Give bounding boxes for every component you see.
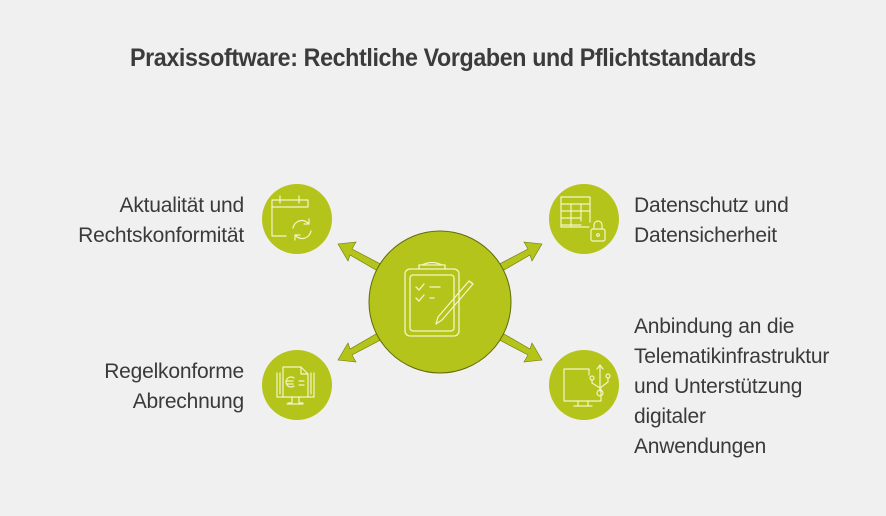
label-line: Telematikinfrastruktur	[634, 345, 830, 368]
label-line: Anbindung an die	[634, 315, 795, 338]
monitor-euro-invoice-icon	[276, 366, 315, 405]
label-line: Datensicherheit	[634, 224, 777, 247]
center-circle	[368, 230, 512, 374]
label-bottom-right: Anbindung an die Telematikinfrastruktur …	[634, 312, 829, 462]
label-bottom-left: Regelkonforme Abrechnung	[104, 357, 244, 417]
label-line: Aktualität und	[119, 194, 245, 217]
label-line: Rechtskonformität	[78, 224, 244, 247]
label-line: Regelkonforme	[104, 360, 244, 383]
icon-circle-bottom-right	[549, 350, 619, 420]
label-line: digitaler	[634, 405, 706, 428]
calendar-refresh-icon	[271, 195, 312, 241]
label-line: Datenschutz und	[634, 194, 789, 217]
label-line: Abrechnung	[132, 390, 244, 413]
label-line: Anwendungen	[634, 435, 767, 458]
label-top-right: Datenschutz und Datensicherheit	[634, 191, 789, 251]
diagram-title: Praxissoftware: Rechtliche Vorgaben und …	[129, 44, 757, 72]
monitor-usb-icon	[563, 364, 611, 407]
icon-circle-bottom-left	[262, 350, 332, 420]
icon-circle-top-right	[549, 184, 619, 254]
label-line: und Unterstützung	[634, 375, 803, 398]
table-lock-icon	[560, 196, 606, 242]
clipboard-pencil-icon	[404, 261, 474, 337]
label-top-left: Aktualität und Rechtskonformität	[78, 191, 244, 251]
